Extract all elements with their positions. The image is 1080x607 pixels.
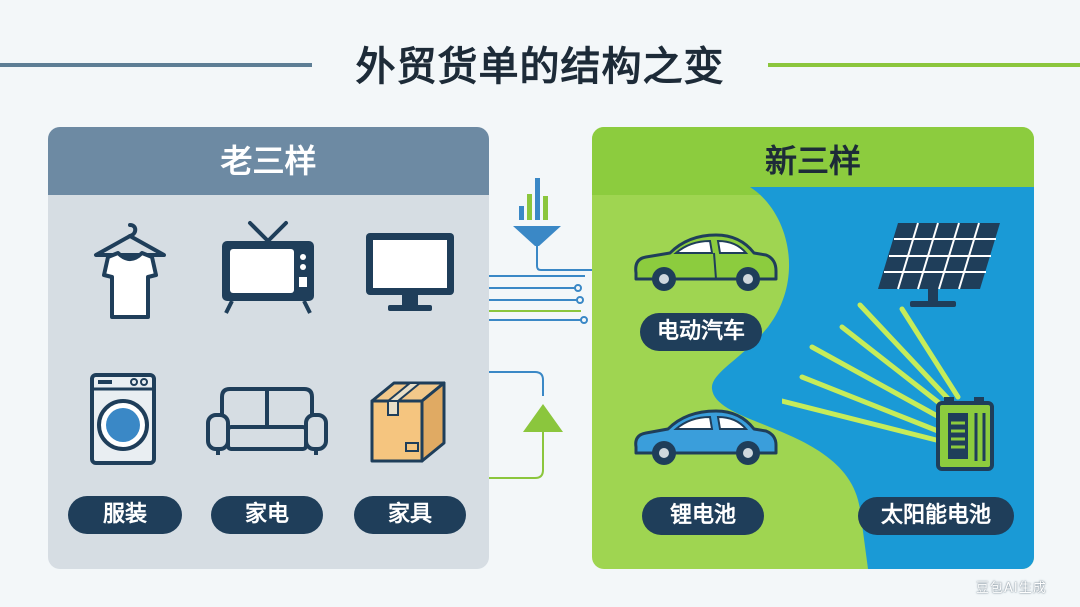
washing-machine-icon: [90, 373, 156, 465]
label-electric-car: 电动汽车: [640, 313, 762, 351]
title-rule-right: [768, 63, 1080, 67]
monitor-icon: [366, 233, 454, 311]
sofa-icon: [206, 387, 328, 455]
title-rule-left: [0, 63, 312, 67]
new-three-heading: 新三样: [592, 127, 1034, 195]
shirt-on-hanger-icon: [94, 223, 166, 319]
connector-graphic: [489, 178, 617, 479]
sun-rays: [782, 302, 961, 446]
old-three-heading: 老三样: [48, 127, 489, 195]
cardboard-box-icon: [370, 381, 446, 463]
label-clothing: 服装: [68, 496, 182, 534]
label-lithium-battery: 锂电池: [642, 497, 764, 535]
new-three-panel: 新三样: [592, 127, 1034, 569]
watermark: 豆包AI生成: [976, 581, 1047, 596]
crt-tv-icon: [222, 221, 314, 314]
electric-car-icon: [634, 233, 778, 291]
label-furniture: 家具: [354, 496, 466, 534]
label-appliances: 家电: [211, 496, 323, 534]
solar-panel-icon: [878, 222, 1000, 307]
battery-icon: [936, 397, 994, 471]
blue-car-icon: [634, 409, 778, 465]
label-solar-cell: 太阳能电池: [858, 497, 1014, 535]
old-three-panel: 老三样: [48, 127, 489, 569]
page-title: 外贸货单的结构之变: [355, 44, 725, 90]
